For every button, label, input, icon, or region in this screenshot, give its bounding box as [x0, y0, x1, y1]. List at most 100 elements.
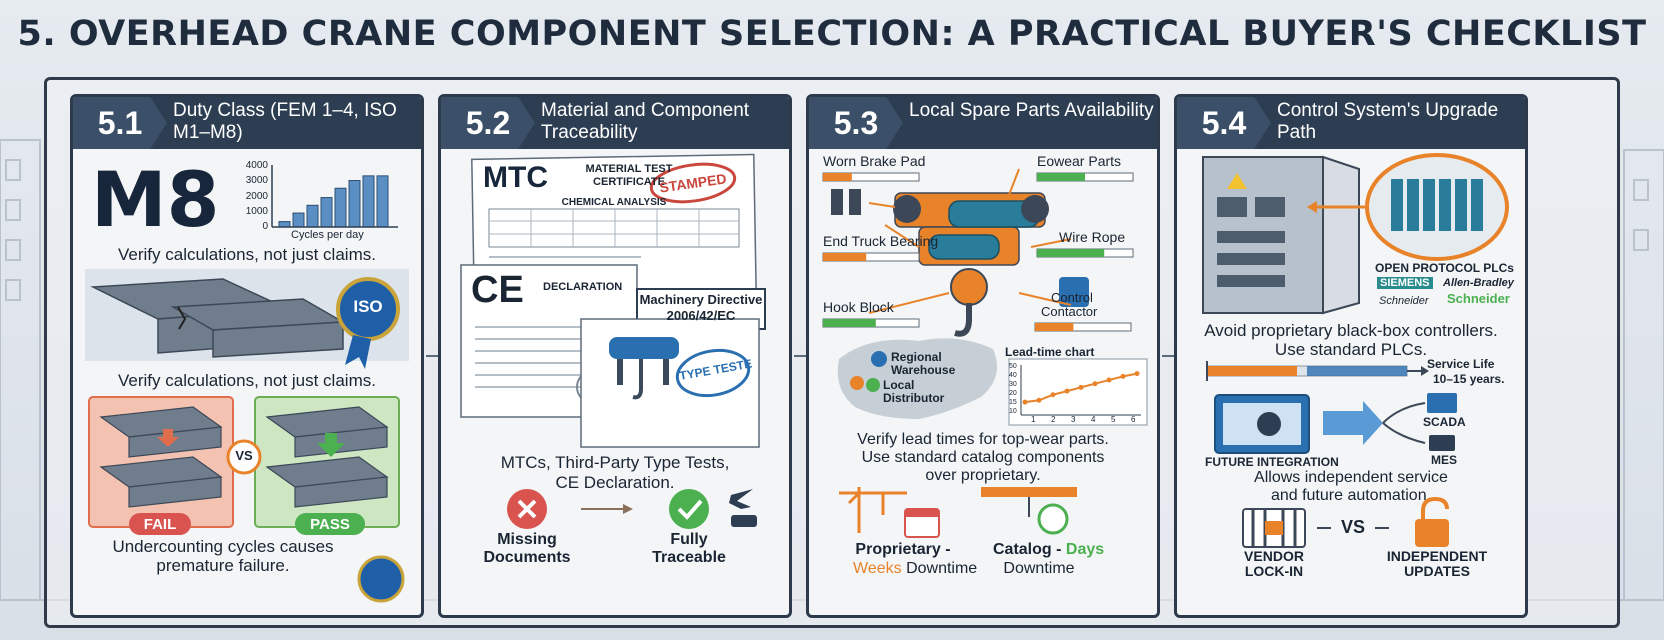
- regional-1: Regional: [891, 350, 942, 364]
- lead-x-tick: 6: [1131, 415, 1136, 424]
- panel-title: Local Spare Parts Availability: [909, 100, 1154, 121]
- caption-line-2: Use standard PLCs.: [1274, 340, 1428, 359]
- panel-number: 5.4: [1177, 97, 1271, 149]
- cycles-xlabel: Cycles per day: [291, 229, 364, 241]
- open-protocol: OPEN PROTOCOL PLCs: [1375, 261, 1514, 275]
- chemical-analysis: CHEMICAL ANALYSIS: [561, 197, 667, 208]
- service-life-bar: [1206, 361, 1429, 381]
- cycles-tick-1000: 1000: [245, 206, 268, 217]
- lead-point: [1064, 388, 1070, 394]
- local-2: Distributor: [883, 391, 945, 405]
- lead-point: [1134, 371, 1140, 377]
- ce-mark: CE: [471, 269, 524, 311]
- lead-x-tick: 5: [1111, 415, 1116, 424]
- caption-line-1: Verify lead times for top-wear parts.: [857, 431, 1109, 448]
- lock-comparison: [1242, 496, 1449, 548]
- wear-bar-fill-truck: [823, 253, 867, 261]
- lead-point: [1120, 373, 1126, 379]
- fail-pass-comparison: [88, 396, 405, 603]
- panel-traceability: 5.2 Material and Component Traceability …: [438, 94, 792, 618]
- downtime-icons: [839, 487, 1077, 538]
- steel-beams-illustration: [85, 269, 409, 369]
- future-integration: FUTURE INTEGRATION: [1205, 455, 1339, 469]
- cycles-tick-4000: 4000: [245, 160, 268, 171]
- panel-duty-class: 5.1 Duty Class (FEM 1–4, ISO M1–M8) M8 4…: [70, 94, 424, 618]
- local-1: Local: [883, 378, 915, 392]
- iso-badge: ISO: [353, 297, 383, 316]
- lead-x-tick: 3: [1071, 415, 1076, 424]
- proprietary-a: Proprietary -: [855, 541, 951, 558]
- caption-line-1: MTCs, Third-Party Type Tests,: [500, 453, 730, 472]
- hoist-illustration: [831, 168, 1089, 337]
- status-icons: [507, 489, 757, 529]
- label-contactor-1: Control: [1051, 290, 1093, 305]
- independent-1: INDEPENDENT: [1386, 548, 1488, 564]
- control-cabinet: [1202, 153, 1509, 315]
- vs-label: VS: [235, 448, 253, 463]
- panel-header: 5.1 Duty Class (FEM 1–4, ISO M1–M8): [73, 97, 421, 149]
- label-end-truck: End Truck Bearing: [823, 233, 939, 249]
- integration-diagram: [1214, 393, 1457, 454]
- panel-header: 5.3 Local Spare Parts Availability: [809, 97, 1157, 149]
- declaration-label: DECLARATION: [543, 281, 623, 293]
- lead-x-tick: 4: [1091, 415, 1096, 424]
- distribution-map: [837, 338, 1148, 426]
- brand-allen-bradley: Allen-Bradley: [1443, 277, 1514, 289]
- label-hook-block: Hook Block: [823, 299, 894, 315]
- mes-label: MES: [1431, 453, 1458, 467]
- mtc-heading: MTC: [483, 161, 548, 194]
- allows-line-2: and future automation.: [1270, 487, 1432, 504]
- wear-bars: [822, 172, 1134, 332]
- wear-bar-fill-wear: [1037, 173, 1085, 181]
- directive-line-1: Machinery Directive: [639, 292, 763, 307]
- lead-point: [1106, 377, 1112, 383]
- label-contactor-2: Contactor: [1041, 304, 1098, 319]
- service-life-1: Service Life: [1427, 357, 1495, 371]
- duty-class-label: M8: [91, 155, 220, 244]
- panel-number: 5.2: [441, 97, 535, 149]
- lead-y-tick: 20: [1009, 390, 1017, 397]
- wear-bar-fill-brake: [823, 173, 852, 181]
- vendor-1: VENDOR: [1244, 548, 1304, 564]
- lead-point: [1022, 399, 1028, 405]
- lead-y-tick: 30: [1009, 381, 1017, 388]
- lead-x-tick: 1: [1031, 415, 1036, 424]
- missing-line-2: Documents: [483, 549, 571, 566]
- mtc-sub-1: MATERIAL TEST: [585, 163, 673, 175]
- page-title: 5. OVERHEAD CRANE COMPONENT SELECTION: A…: [17, 14, 1647, 54]
- vendor-2: LOCK-IN: [1244, 563, 1304, 579]
- cycles-tick-0: 0: [262, 221, 268, 232]
- footer-line-2: premature failure.: [156, 556, 290, 575]
- documents-illustration: [460, 153, 766, 448]
- lead-point: [1050, 392, 1056, 398]
- label-wire-rope: Wire Rope: [1059, 229, 1126, 245]
- caption-line-2: Use standard catalog components: [861, 449, 1105, 466]
- catalog-b: Days: [1065, 541, 1105, 558]
- traceable-line-1: Fully: [670, 531, 708, 548]
- pass-label: PASS: [310, 516, 350, 533]
- allows-line-1: Allows independent service: [1254, 469, 1448, 486]
- lead-y-tick: 40: [1009, 372, 1017, 379]
- independent-2: UPDATES: [1404, 563, 1470, 579]
- footer-line-1: Undercounting cycles causes: [112, 537, 334, 556]
- wear-bar-fill-rope: [1037, 249, 1105, 257]
- service-life-2: 10–15 years.: [1433, 372, 1505, 386]
- label-wear-parts: Eowear Parts: [1037, 153, 1122, 169]
- caption-line-1: Avoid proprietary black-box controllers.: [1204, 321, 1498, 340]
- proprietary-b: Weeks: [853, 560, 902, 577]
- label-brake-pad: Worn Brake Pad: [823, 153, 926, 169]
- regional-2: Warehouse: [891, 363, 956, 377]
- cycles-chart: [271, 165, 398, 228]
- panel-number: 5.1: [73, 97, 167, 149]
- panel-header: 5.4 Control System's Upgrade Path: [1177, 97, 1525, 149]
- panel-number: 5.3: [809, 97, 903, 149]
- wear-bar-fill-hook: [823, 319, 876, 327]
- lead-y-tick: 50: [1009, 363, 1017, 370]
- directive-line-2: 2006/42/EC: [666, 308, 736, 323]
- catalog-a: Catalog -: [993, 541, 1062, 558]
- proprietary-c: Downtime: [906, 560, 978, 577]
- lead-y-tick: 15: [1009, 399, 1017, 406]
- panel-header: 5.2 Material and Component Traceability: [441, 97, 789, 149]
- catalog-c: Downtime: [1003, 560, 1075, 577]
- fail-label: FAIL: [143, 516, 177, 533]
